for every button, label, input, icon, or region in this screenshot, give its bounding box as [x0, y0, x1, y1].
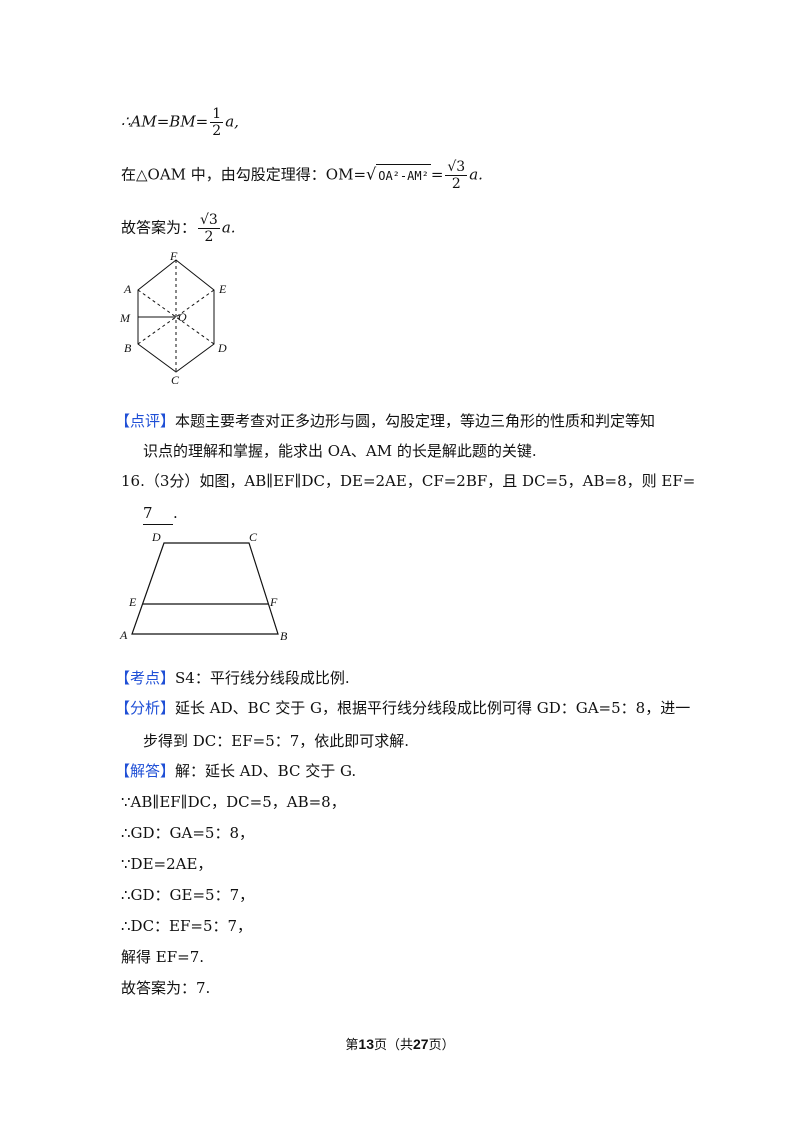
comment-line-2: 识点的理解和掌握，能求出 OA、AM 的长是解此题的关键. — [143, 440, 537, 462]
comment-text-1: 本题主要考查对正多边形与圆，勾股定理，等边三角形的性质和判定等知 — [175, 412, 656, 430]
jieda-line: 【解答】解：延长 AD、BC 交于 G. — [115, 760, 356, 782]
solution-step: 解得 EF=7. — [121, 948, 205, 966]
fraction-numerator: 1 — [210, 106, 224, 123]
footer-post: 页） — [428, 1038, 455, 1053]
label-a: A — [123, 282, 132, 296]
trapezoid-figure: D C E F A B — [119, 530, 288, 643]
label-o: O — [178, 310, 187, 324]
jieda-tag: 【解答】 — [115, 762, 176, 780]
jieda-text: 解：延长 AD、BC 交于 G. — [175, 762, 357, 780]
om-text: 在△OAM 中，由勾股定理得：OM= — [121, 165, 367, 184]
solution-step: ∴DC：EF=5：7， — [121, 917, 253, 935]
equals-sign: = — [430, 165, 444, 184]
kaodian-text: S4：平行线分线段成比例. — [175, 669, 350, 687]
label-a: A — [119, 628, 128, 642]
trapezoid-outline — [131, 542, 279, 635]
footer-page-number: 13 — [358, 1036, 374, 1052]
label-f: F — [169, 249, 178, 263]
am-bm-lhs: ∴AM=BM= — [121, 112, 209, 131]
label-d: D — [151, 530, 161, 544]
question-16-answer-line: 7. — [143, 502, 178, 525]
footer-total-pages: 27 — [413, 1036, 429, 1052]
radical-sign-icon: √ — [366, 164, 377, 184]
comment-line-1: 【点评】本题主要考查对正多边形与圆，勾股定理，等边三角形的性质和判定等知 — [115, 410, 655, 432]
solution-step: ∴GD：GE=5：7， — [121, 886, 255, 904]
fraction-denominator: 2 — [451, 176, 461, 192]
fenxi-text-2: 步得到 DC：EF=5：7，依此即可求解. — [143, 732, 410, 750]
label-c: C — [171, 373, 180, 387]
footer-mid: 页（共 — [373, 1038, 413, 1053]
comment-tag: 【点评】 — [115, 412, 176, 430]
hexagon-figure: F E A M O B D C — [119, 249, 227, 387]
fenxi-text-1: 延长 AD、BC 交于 G，根据平行线分线段成比例可得 GD：GA=5：8，进一 — [175, 699, 691, 717]
answer-blank: 7 — [143, 502, 173, 525]
solution-step: ∵AB∥EF∥DC，DC=5，AB=8， — [121, 793, 346, 811]
answer-tail: a. — [221, 218, 236, 237]
label-m: M — [119, 311, 131, 325]
label-b: B — [280, 629, 288, 643]
answer-period: . — [173, 504, 178, 522]
solution-step: ∵DE=2AE， — [121, 855, 213, 873]
label-b: B — [124, 341, 132, 355]
fenxi-line-1: 【分析】延长 AD、BC 交于 G，根据平行线分线段成比例可得 GD：GA=5：… — [115, 697, 690, 719]
label-e: E — [218, 282, 227, 296]
question-16-stem: 16.（3分）如图，AB∥EF∥DC，DE=2AE，CF=2BF，且 DC=5，… — [121, 470, 695, 492]
solution-step: ∴GD：GA=5：8， — [121, 824, 255, 842]
fraction-denominator: 2 — [212, 123, 222, 139]
page-footer: 第13页（共27页） — [0, 1034, 800, 1053]
fenxi-line-2: 步得到 DC：EF=5：7，依此即可求解. — [143, 730, 409, 752]
answer-text: 故答案为： — [121, 218, 197, 237]
label-d: D — [217, 341, 227, 355]
solution-step: 故答案为：7. — [121, 979, 211, 997]
fraction-numerator: √3 — [198, 212, 220, 229]
comment-text-2: 识点的理解和掌握，能求出 OA、AM 的长是解此题的关键. — [143, 442, 537, 460]
label-e: E — [128, 595, 137, 609]
am-bm-tail: a, — [225, 112, 239, 131]
fraction-numerator: √3 — [445, 159, 468, 176]
kaodian-line: 【考点】S4：平行线分线段成比例. — [115, 667, 350, 689]
footer-pre: 第 — [345, 1038, 359, 1053]
kaodian-tag: 【考点】 — [115, 669, 176, 687]
question-16-text: 16.（3分）如图，AB∥EF∥DC，DE=2AE，CF=2BF，且 DC=5，… — [121, 472, 696, 490]
fraction-denominator: 2 — [204, 229, 214, 245]
label-f: F — [269, 595, 278, 609]
sqrt-content: OA²-AM² — [376, 163, 431, 187]
fenxi-tag: 【分析】 — [115, 699, 176, 717]
om-tail: a. — [469, 165, 483, 184]
label-c: C — [249, 530, 258, 544]
